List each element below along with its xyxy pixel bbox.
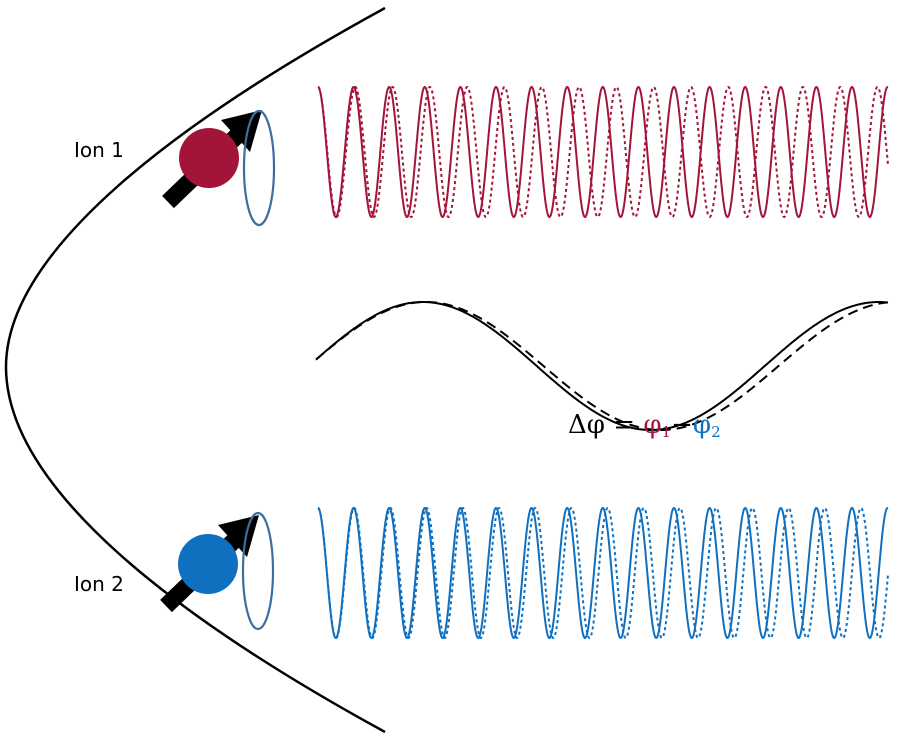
ion2-label: Ion 2 [74,572,124,596]
ion1-precession-ellipse [242,109,276,227]
equation-phi2: φ2 [692,410,721,441]
equation-minus: − [671,410,693,440]
ion2-wave-solid [317,506,889,640]
ion1-particle [179,128,239,188]
ion1-wave-dotted [317,85,889,219]
ion-trajectory-curve [4,6,386,734]
ion2-precession-ellipse [241,511,275,631]
ion1-label: Ion 1 [74,138,124,162]
equation-equals: = [613,410,636,440]
equation-phi1: φ1 [643,410,672,441]
ion2-particle [178,534,238,594]
phase-difference-wave-dashed [315,301,889,431]
ion2-wave-dotted [317,506,889,640]
equation-lhs: Δφ [568,410,605,440]
phase-difference-equation: Δφ = φ1−φ2 [568,410,721,441]
ion1-wave-solid [317,85,889,219]
